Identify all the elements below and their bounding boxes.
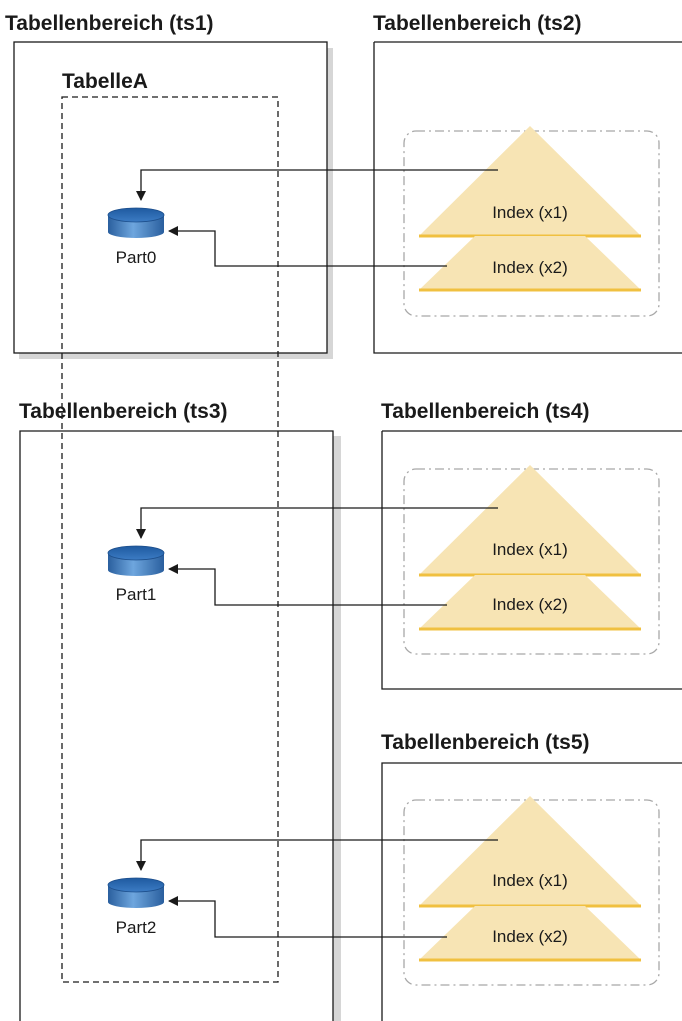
index-x1-ts2: Index (x1)	[419, 126, 641, 238]
index-x1-label: Index (x1)	[492, 203, 568, 222]
arrow-x1-to-part0	[136, 169, 498, 201]
partition-part2: Part2	[107, 877, 165, 937]
tablespace-ts1: Tabellenbereich (ts1)	[5, 12, 333, 359]
index-x2-ts5: Index (x2)	[419, 906, 641, 962]
index-x2-label: Index (x2)	[492, 595, 568, 614]
tablespace-ts2-label: Tabellenbereich (ts2)	[373, 12, 582, 35]
partition-label: Part1	[116, 585, 157, 604]
index-x2-label: Index (x2)	[492, 258, 568, 277]
tablespace-ts5: Tabellenbereich (ts5)	[381, 731, 682, 1021]
partition-label: Part0	[116, 248, 157, 267]
tablespace-ts4-label: Tabellenbereich (ts4)	[381, 400, 590, 423]
partition-part1: Part1	[107, 545, 165, 604]
arrow-x2-to-part1	[168, 564, 447, 606]
index-x1-label: Index (x1)	[492, 540, 568, 559]
tablespace-ts2: Tabellenbereich (ts2)	[373, 12, 682, 354]
tablespace-ts3-label: Tabellenbereich (ts3)	[19, 400, 228, 423]
disk-icon	[107, 545, 165, 576]
partition-part0: Part0	[107, 207, 165, 267]
index-x1-ts5: Index (x1)	[419, 796, 641, 908]
arrow-x1-to-part1	[136, 507, 498, 539]
index-x1-ts4: Index (x1)	[419, 465, 641, 577]
tablespace-ts1-label: Tabellenbereich (ts1)	[5, 12, 214, 35]
tablespace-ts5-label: Tabellenbereich (ts5)	[381, 731, 590, 754]
disk-icon	[107, 207, 165, 238]
tablespace-ts3: Tabellenbereich (ts3)	[19, 400, 341, 1021]
arrow-x2-to-part0	[168, 226, 447, 267]
arrow-x1-to-part2	[136, 839, 498, 871]
index-x2-label: Index (x2)	[492, 927, 568, 946]
index-x2-ts4: Index (x2)	[419, 575, 641, 631]
tablespace-ts4: Tabellenbereich (ts4)	[381, 400, 682, 690]
disk-icon	[107, 877, 165, 908]
partition-label: Part2	[116, 918, 157, 937]
index-x2-ts2: Index (x2)	[419, 236, 641, 292]
table-a: TabelleA	[61, 70, 279, 983]
arrow-x2-to-part2	[168, 896, 447, 938]
index-x1-label: Index (x1)	[492, 871, 568, 890]
table-a-label: TabelleA	[62, 70, 148, 93]
